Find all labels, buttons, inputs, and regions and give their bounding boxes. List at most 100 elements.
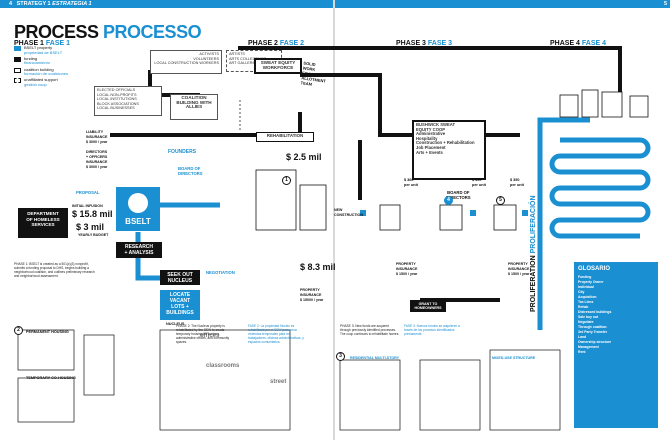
grant-box: GRANT TO HOMEOWNERS [410,300,446,312]
title-es: PROCESSO [103,22,202,42]
glossary-item: Management [578,345,599,349]
header-bar-left: 4 STRATEGY 1 ESTRATEGIA 1 [0,0,333,8]
initial-infusion-label: INITIAL INFUSION [72,204,103,208]
street-label: street [270,379,287,385]
negotiation-label: NEGOTIATION [206,270,235,275]
glossary-item: City [578,290,585,294]
glossary-item: Tax Liens [578,300,594,304]
glossary-item: Land [578,335,587,339]
glossary-title: GLOSARIO [578,266,611,272]
glossary-item: Individual [578,285,594,289]
phase1-paragraph: PHASE 1: BSELT is created as a 501(c)(3)… [14,262,95,278]
page-title: PROCESS PROCESSO [14,22,202,43]
strategy-label: STRATEGY 1 [16,1,51,7]
coop-box: BUSHWICK SWEAT EQUITY COOP Administrativ… [412,120,486,180]
liability-insurance: LIABILITY INSURANCE$ 3000 / year [86,130,108,144]
phase-2-label: PHASE 2 FASE 2 [248,40,305,47]
step-1-marker: 1 [282,176,291,185]
phase-4-label: PHASE 4 FASE 4 [550,40,607,47]
phase2-paragraph: PHASE 2: The Nucleus property is rehabil… [176,324,230,344]
glossary-item: Funding [578,275,592,279]
board1-label: BOARD OF DIRECTORS [178,166,203,176]
page-gutter [333,0,335,440]
bselt-label: BSELT [125,217,151,226]
seek-nucleus-box: SEEK OUT NUCLEUS [160,270,200,285]
step-3-marker: 3 [336,352,345,361]
dhs-label: DEPARTMENT OF HOMELESS SERVICES [26,211,60,228]
research-box: RESEARCH + ANALYSIS [116,242,162,258]
classrooms-label: classrooms [206,363,240,369]
step-4-marker: 4 [444,196,453,205]
coalition-box: COALITION BUILDING WITH ALLIES [170,94,218,120]
glossary-item: Negotiate [578,320,594,324]
phase-1-label: PHASE 1 FASE 1 [14,40,71,47]
offices-label: offices [200,333,220,339]
dhs-box: DEPARTMENT OF HOMELESS SERVICES [18,208,68,238]
yearly-budget-label: YEARLY BUDGET [78,233,109,237]
legend-swatch [14,46,21,51]
locate-lots-box: LOCATE VACANT LOTS + BUILDINGS [160,290,200,320]
property-insurance-1: PROPERTY INSURANCE$ 15000 / year [300,288,324,302]
bselt-node: BSELT [116,187,160,231]
new-construction-label: NEW CONSTRUCTION [334,208,363,217]
phase3-paragraph-es: FASE 3: Nuevos fondos se adquieren a tra… [404,324,460,336]
proposal-label: PROPOSAL [76,190,100,195]
strategy-label-es: ESTRATEGIA 1 [52,1,92,7]
residential-label: RESIDENTIAL MULTI-STORY [350,356,399,360]
coalition-members-box: ELECTED OFFICIALS LOCAL NON-PROFITS LOCA… [94,86,162,116]
sweat-note: SOLID WORK ETHIC ALLOTMENT TEAM [300,60,327,87]
board2-label: BOARD OF DIRECTORS [446,190,471,200]
legend-swatch [14,67,21,73]
proliferation-label: PROLIFERATION PROLIFERACIÓN [530,195,537,312]
sweat-equity-box: SWEAT EQUITY WORKFORCE [254,58,302,74]
glossary-item: Acquisition [578,295,597,299]
do-insurance: DIRECTORS + OFFICERS INSURANCE$ 3000 / y… [86,150,108,169]
yearly-budget-value: $ 3 mil [76,222,105,232]
glossary-item: Distressed buildings [578,310,612,314]
new-construction-cost-value: $ 8.3 mil [300,262,336,272]
phase2-paragraph-es: FASE 2: La propiedad Núcleo es rehabilit… [248,324,304,344]
initial-infusion-value: $ 15.8 mil [72,209,113,219]
glossary-item: 3rd Party Transfer [578,330,608,334]
rehab-cost-value: $ 2.5 mil [286,152,322,162]
property-insurance-2: PROPERTY INSURANCE$ 1500 / year [396,262,418,276]
glossary-item: Rehab [578,305,589,309]
mixed-use-label: MIXED-USE STRUCTURE [492,356,536,360]
phase3-paragraph: PHASE 3: New funds are acquired through … [340,324,400,336]
glossary-panel: GLOSARIO Funding Property Owner Individu… [574,262,658,428]
glossary-item: Ownership structure [578,340,612,344]
title-en: PROCESS [14,22,99,42]
property-insurance-3: PROPERTY INSURANCE$ 1500 / year [508,262,530,276]
bselt-logo-icon [128,193,148,213]
glossary-item: Through coalition [578,325,607,329]
glossary-item: Property Owner [578,280,604,284]
step-2-marker: 2 [14,326,23,335]
coop-items: Administrative Hospitality Construction … [416,131,475,155]
phase-3-label: PHASE 3 FASE 3 [396,40,453,47]
glossary-item: Rent [578,350,586,354]
activists-box: ACTIVISTS VOLUNTEERS LOCAL CONSTRUCTION … [150,50,222,74]
permanent-housing-label: PERMANENT HOUSING [26,330,69,334]
founders-label: FOUNDERS [168,149,197,155]
step-5-marker: 5 [496,196,505,205]
glossary-item: Sale buy out [578,315,599,319]
legend-swatch [14,56,21,62]
nucleus-label: NUCLEUS [166,322,185,326]
coop-title: BUSHWICK SWEAT EQUITY COOP [416,122,456,132]
page-number-right: 5 [663,1,667,7]
page-number-left: 4 [9,1,13,7]
legend-swatch [14,78,21,84]
header-bar-right: 5 [335,0,670,8]
co-housing-label: TEMPORARY CO-HOUSING [26,376,76,380]
rehabilitation-box: REHABILITATION [256,132,314,142]
